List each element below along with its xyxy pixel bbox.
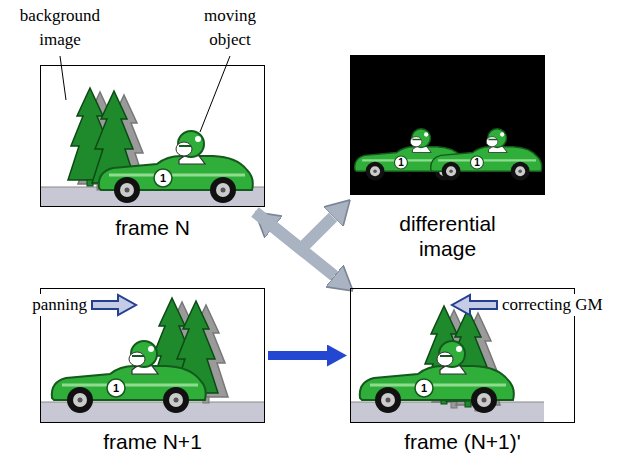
car-number: 1 — [113, 382, 119, 395]
connector-group — [255, 212, 334, 356]
correction-arrow — [452, 295, 497, 315]
differential-image: differential image — [350, 55, 545, 195]
car-number: 1 — [398, 157, 404, 169]
motion-label: panning — [30, 294, 89, 316]
frame-caption: frame N+1 — [63, 429, 243, 454]
car-number: 1 — [421, 382, 427, 395]
car-number: 1 — [160, 172, 166, 185]
frame-caption: frame N — [63, 215, 243, 240]
motion-label: correcting GM — [500, 294, 605, 316]
frame-caption: frame (N+1)' — [373, 429, 553, 454]
leader-line — [200, 56, 230, 132]
panning-arrow — [92, 295, 136, 315]
callout-label: background image — [5, 4, 115, 52]
flow-arrow — [255, 212, 333, 249]
race-car — [431, 129, 542, 181]
callout-label: moving object — [188, 4, 272, 52]
car-number: 1 — [474, 157, 480, 169]
flow-arrow — [268, 351, 327, 360]
race-car — [360, 341, 514, 413]
leader-line — [60, 56, 66, 100]
frame-caption: differential image — [378, 211, 518, 261]
race-car — [52, 341, 206, 413]
video-frame: frame N — [40, 65, 265, 207]
race-car — [99, 131, 253, 203]
differential-ground — [350, 55, 545, 195]
